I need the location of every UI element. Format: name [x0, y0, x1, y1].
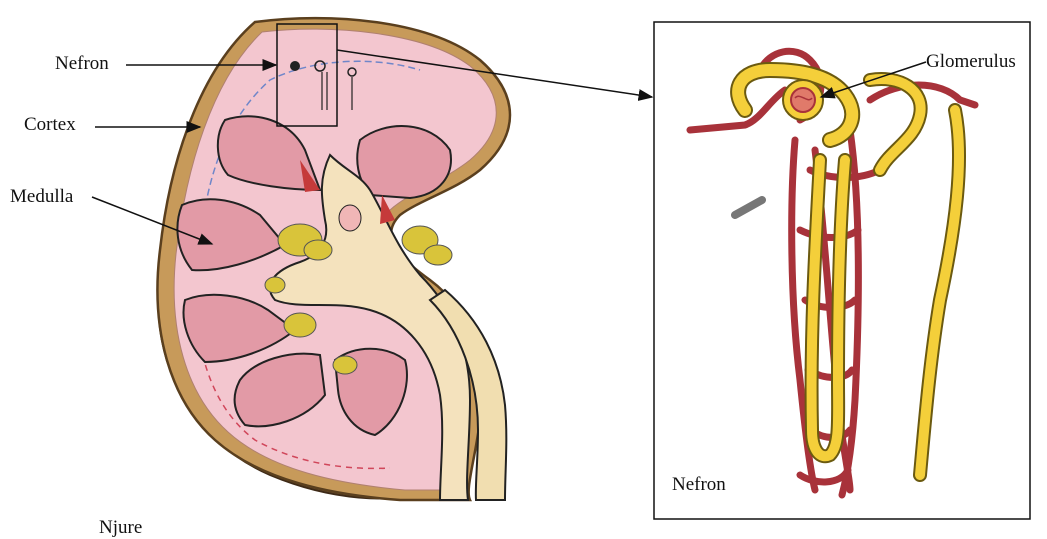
nephron-detail-panel	[654, 22, 1030, 519]
label-medulla: Medulla	[10, 187, 73, 206]
label-nefron-pointer: Nefron	[55, 54, 109, 73]
pyramid-2	[357, 126, 451, 198]
kidney-illustration	[157, 18, 510, 500]
renal-papilla	[339, 205, 361, 231]
label-glomerulus: Glomerulus	[926, 52, 1016, 71]
label-kidney-caption: Njure	[99, 518, 142, 537]
glomerulus	[783, 80, 823, 120]
label-nefron-detail-caption: Nefron	[672, 475, 726, 494]
label-cortex: Cortex	[24, 115, 76, 134]
